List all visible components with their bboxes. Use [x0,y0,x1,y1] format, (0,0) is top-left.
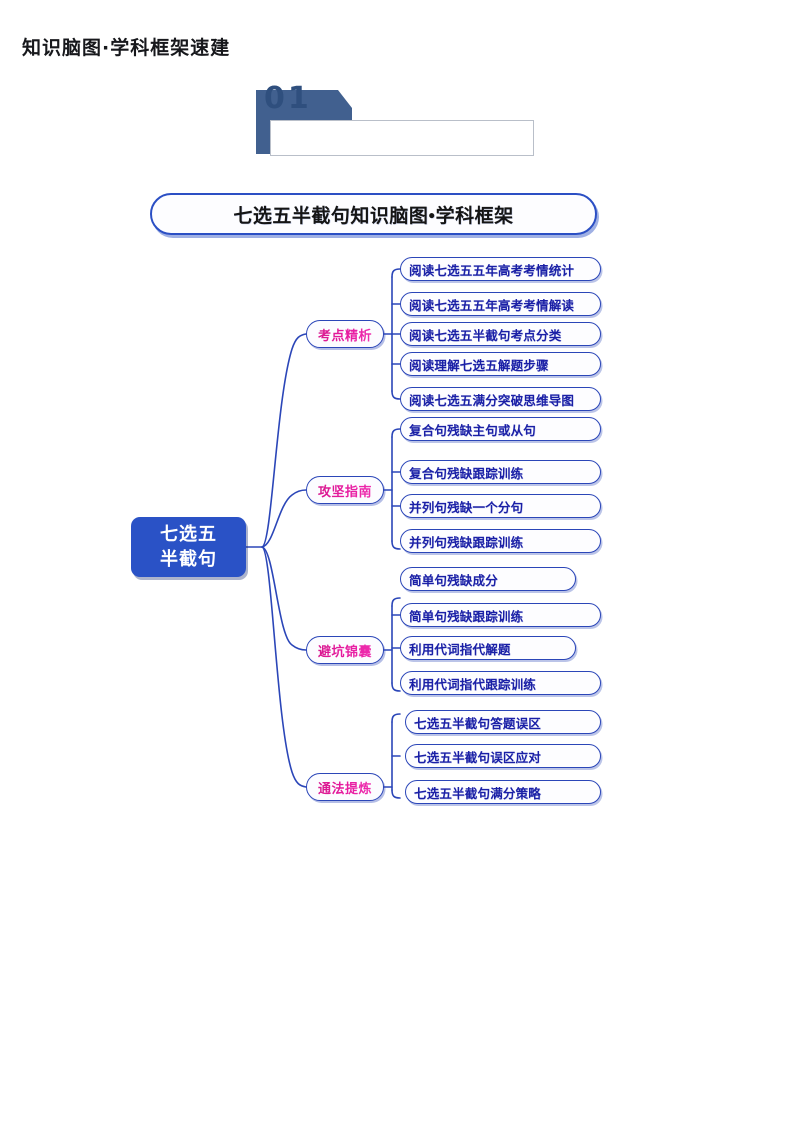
leaf-label: 并列句残缺跟踪训练 [409,535,524,550]
root-node-line2: 半截句 [160,549,217,569]
branch-node-4[interactable]: 通法提炼 [306,773,384,801]
mindmap-title-box: 七选五半截句知识脑图•学科框架 [150,193,597,235]
section-title-box [270,120,534,156]
leaf-label: 简单句残缺成分 [409,573,498,588]
leaf-label: 复合句残缺跟踪训练 [409,466,524,481]
leaf-node[interactable]: 简单句残缺跟踪训练 [400,603,601,627]
leaf-label: 七选五半截句误区应对 [414,750,542,765]
leaf-node[interactable]: 利用代词指代解题 [400,636,576,660]
leaf-node[interactable]: 阅读七选五满分突破思维导图 [400,387,601,411]
leaf-node[interactable]: 阅读七选五五年高考考情解读 [400,292,601,316]
leaf-node[interactable]: 并列句残缺跟踪训练 [400,529,601,553]
section-title: 知识脑图·学科框架速建 [22,37,231,59]
leaf-label: 阅读七选五满分突破思维导图 [409,393,575,408]
leaf-node[interactable]: 阅读七选五五年高考考情统计 [400,257,601,281]
leaf-node[interactable]: 复合句残缺主句或从句 [400,417,601,441]
branch-label-3: 避坑锦囊 [318,641,372,660]
leaf-node[interactable]: 七选五半截句误区应对 [405,744,601,768]
branch-label-2: 攻坚指南 [318,481,372,500]
branch-node-2[interactable]: 攻坚指南 [306,476,384,504]
leaf-label: 七选五半截句满分策略 [414,786,542,801]
leaf-label: 阅读七选五五年高考考情统计 [409,263,575,278]
leaf-label: 简单句残缺跟踪训练 [409,609,524,624]
leaf-node[interactable]: 阅读七选五半截句考点分类 [400,322,601,346]
leaf-node[interactable]: 利用代词指代跟踪训练 [400,671,601,695]
section-number: 01 [264,81,312,116]
leaf-node[interactable]: 并列句残缺一个分句 [400,494,601,518]
leaf-node[interactable]: 七选五半截句答题误区 [405,710,601,734]
leaf-label: 利用代词指代跟踪训练 [409,677,537,692]
leaf-label: 阅读七选五半截句考点分类 [409,328,562,343]
mindmap-title: 七选五半截句知识脑图•学科框架 [233,205,514,227]
root-node[interactable]: 七选五 半截句 [131,517,246,577]
root-node-line1: 七选五 [160,524,217,544]
branch-label-4: 通法提炼 [318,778,372,797]
section-header: 01 [256,82,556,162]
branch-label-1: 考点精析 [318,325,372,344]
leaf-label: 七选五半截句答题误区 [414,716,542,731]
leaf-label: 复合句残缺主句或从句 [409,423,537,438]
leaf-node[interactable]: 复合句残缺跟踪训练 [400,460,601,484]
leaf-label: 阅读七选五五年高考考情解读 [409,298,575,313]
branch-node-1[interactable]: 考点精析 [306,320,384,348]
leaf-node[interactable]: 七选五半截句满分策略 [405,780,601,804]
branch-node-3[interactable]: 避坑锦囊 [306,636,384,664]
leaf-label: 利用代词指代解题 [409,642,511,657]
leaf-label: 阅读理解七选五解题步骤 [409,358,549,373]
leaf-node[interactable]: 阅读理解七选五解题步骤 [400,352,601,376]
leaf-label: 并列句残缺一个分句 [409,500,524,515]
leaf-node[interactable]: 简单句残缺成分 [400,567,576,591]
